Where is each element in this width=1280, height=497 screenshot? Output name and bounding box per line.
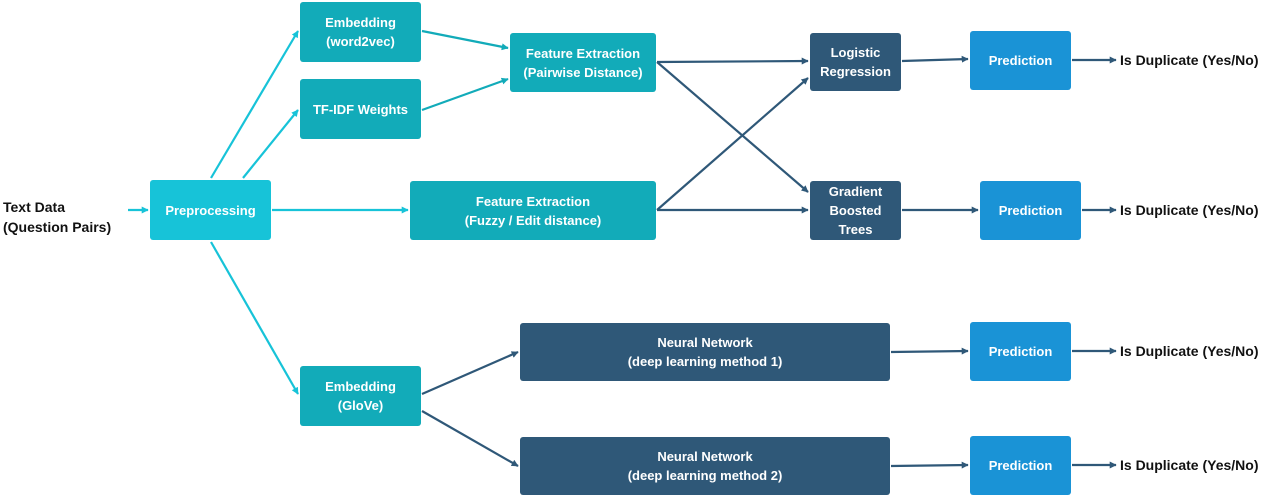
feature-extraction-pairwise-node[interactable]: Feature Extraction (Pairwise Distance) xyxy=(510,33,656,92)
prediction-node-2[interactable]: Prediction xyxy=(980,181,1081,240)
nn1-line-1: Neural Network xyxy=(657,335,753,350)
feature-fuzzy-line-2: (Fuzzy / Edit distance) xyxy=(464,212,602,228)
gbt-line-1: Gradient xyxy=(828,184,883,199)
feature-fuzzy-line-1: Feature Extraction xyxy=(475,193,591,209)
output-is-duplicate-2: Is Duplicate (Yes/No) xyxy=(1120,202,1259,218)
prediction-4-label: Prediction xyxy=(988,458,1053,473)
preprocessing-label: Preprocessing xyxy=(165,202,256,218)
arrow-feature-pairwise-to-logistic xyxy=(656,57,809,65)
nn2-line-2: (deep learning method 2) xyxy=(627,468,783,483)
embedding-glove-node[interactable]: Embedding (GloVe) xyxy=(300,366,421,426)
arrow-nn1-to-prediction-3 xyxy=(890,347,969,355)
arrow-embedding-word2vec-to-feature-pairwise xyxy=(421,29,509,51)
arrow-nn2-to-prediction-4 xyxy=(890,461,969,469)
arrow-embedding-glove-to-nn2 xyxy=(421,410,519,467)
prediction-node-4[interactable]: Prediction xyxy=(970,436,1071,495)
arrow-feature-fuzzy-to-logistic xyxy=(656,77,809,211)
arrow-embedding-glove-to-nn1 xyxy=(421,350,519,396)
input-text-data-label: Text Data (Question Pairs) xyxy=(3,197,111,237)
arrow-logistic-to-prediction-1 xyxy=(901,55,969,63)
tfidf-weights-label: TF-IDF Weights xyxy=(312,101,409,117)
gradient-boosted-trees-node[interactable]: Gradient Boosted Trees xyxy=(810,181,901,240)
arrow-feature-pairwise-to-gbt xyxy=(656,61,809,193)
logistic-line-1: Logistic xyxy=(830,45,881,60)
embedding-glove-line-2: (GloVe) xyxy=(337,398,384,413)
output-is-duplicate-3: Is Duplicate (Yes/No) xyxy=(1120,343,1259,359)
feature-pairwise-line-1: Feature Extraction xyxy=(525,45,641,61)
nn1-line-2: (deep learning method 1) xyxy=(627,354,783,369)
prediction-2-label: Prediction xyxy=(998,203,1063,218)
gbt-line-2: Boosted xyxy=(829,203,882,218)
neural-network-2-node[interactable]: Neural Network (deep learning method 2) xyxy=(520,437,890,495)
neural-network-1-node[interactable]: Neural Network (deep learning method 1) xyxy=(520,323,890,381)
feature-pairwise-line-2: (Pairwise Distance) xyxy=(523,64,643,80)
input-line-1: Text Data xyxy=(3,199,65,215)
tfidf-weights-node[interactable]: TF-IDF Weights xyxy=(300,79,421,139)
prediction-node-3[interactable]: Prediction xyxy=(970,322,1071,381)
arrow-preprocessing-to-tfidf xyxy=(242,109,299,179)
logistic-line-2: Regression xyxy=(820,64,891,79)
arrow-preprocessing-to-embedding-word2vec xyxy=(210,30,299,179)
embedding-glove-line-1: Embedding xyxy=(325,379,396,394)
preprocessing-node[interactable]: Preprocessing xyxy=(150,180,271,240)
feature-extraction-fuzzy-node[interactable]: Feature Extraction (Fuzzy / Edit distanc… xyxy=(410,181,656,240)
arrow-tfidf-to-feature-pairwise xyxy=(421,77,509,112)
input-line-2: (Question Pairs) xyxy=(3,219,112,235)
embedding-word2vec-node[interactable]: Embedding (word2vec) xyxy=(300,2,421,62)
prediction-1-label: Prediction xyxy=(988,53,1053,68)
gbt-line-3: Trees xyxy=(838,222,873,237)
embedding-word2vec-line-2: (word2vec) xyxy=(326,34,395,49)
prediction-3-label: Prediction xyxy=(988,344,1053,359)
arrow-preprocessing-to-embedding-glove xyxy=(210,241,299,395)
logistic-regression-node[interactable]: Logistic Regression xyxy=(810,33,901,91)
nn2-line-1: Neural Network xyxy=(657,449,753,464)
prediction-node-1[interactable]: Prediction xyxy=(970,31,1071,90)
output-is-duplicate-1: Is Duplicate (Yes/No) xyxy=(1120,52,1259,68)
output-is-duplicate-4: Is Duplicate (Yes/No) xyxy=(1120,457,1259,473)
embedding-word2vec-line-1: Embedding xyxy=(325,15,396,30)
